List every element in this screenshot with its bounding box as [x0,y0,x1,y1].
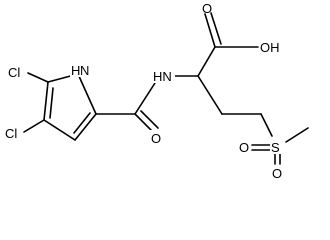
acid-hydroxyl-label: OH [260,40,280,55]
bond-cgamma-s [260,113,273,137]
acid-carbonyl-oxygen-label: O [202,1,212,16]
sulfur-label: S [271,140,280,155]
bond-calpha-cacid [197,46,216,77]
amide-oxygen-label: O [151,131,161,146]
bond-carbonyl-o-double [140,110,159,129]
bond-carbonyl-o [134,113,154,133]
bond-c3-c4 [43,119,76,141]
bond-c4-cl [23,119,45,133]
pyrrole-nitrogen-label: N [80,63,89,78]
molecule-diagram: Cl Cl H N O HN O OH S O O [5,1,309,181]
bond-s-methyl [285,127,309,143]
chemical-structure-figure: Cl Cl H N O HN O OH S O O [5,1,309,181]
sulfonyl-oxygen-left-label: O [239,140,249,155]
pyrrole-nh-hydrogen-label: H [71,63,80,78]
bond-carbonyl-nh [134,82,156,115]
bond-n1-c2 [77,73,97,115]
sulfonyl-oxygen-bottom-label: O [272,166,282,181]
amide-nh-label: HN [153,69,172,84]
bond-lines [23,12,309,165]
chlorine-label-upper: Cl [8,65,20,80]
bond-calpha-cbeta [197,75,223,115]
bond-c2-c3 [74,113,97,141]
bond-c5-cl [27,72,49,83]
bond-cacid-o [204,13,216,48]
bond-c4-c5-double [49,87,54,119]
bond-cacid-o-double [210,12,222,45]
chlorine-label-lower: Cl [5,126,17,141]
bond-c4-c5 [43,81,49,121]
bond-c2-c3-double [73,112,91,134]
atom-labels: Cl Cl H N O HN O OH S O O [5,1,283,181]
